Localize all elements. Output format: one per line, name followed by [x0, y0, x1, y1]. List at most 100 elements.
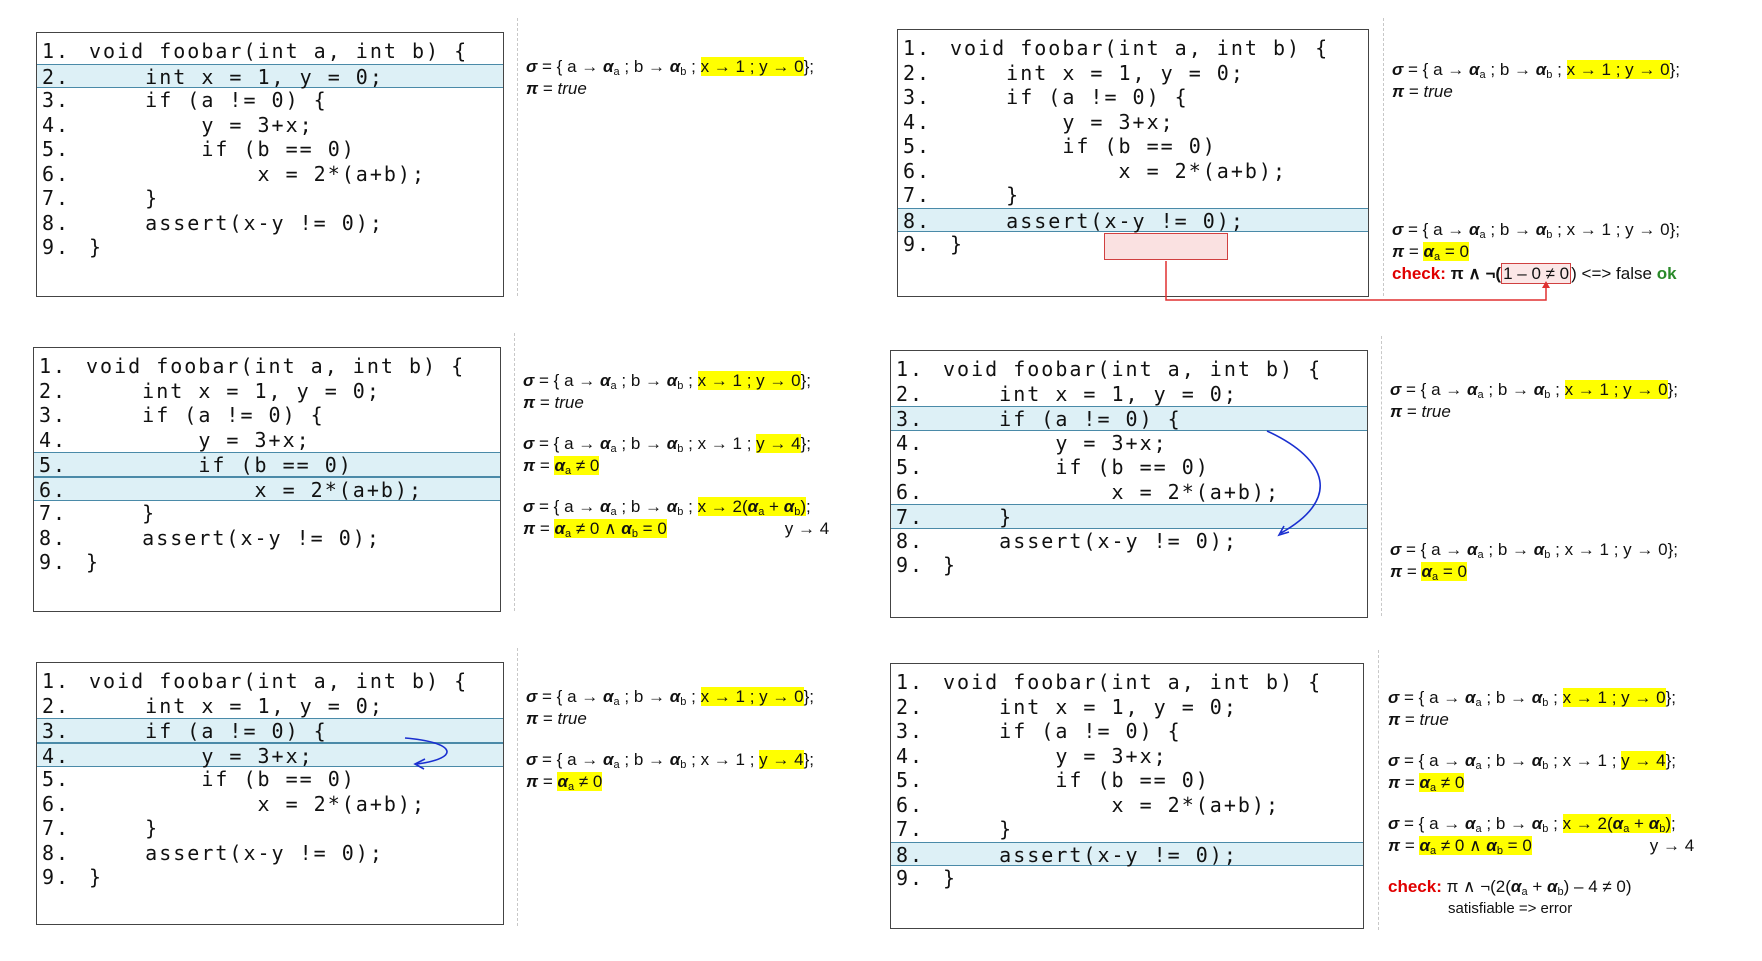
sigma-line: σ = { a → αa ; b → αb ; x → 1 ; y → 4}; [1388, 751, 1676, 772]
line-number: 9. [896, 866, 925, 890]
code-line-1: 1. void foobar(int a, int b) { [37, 669, 503, 694]
code-text: x = 2*(a+b); [89, 161, 426, 186]
code-line-5: 5. if (b == 0) [891, 768, 1363, 793]
line-number: 2. [42, 64, 71, 89]
code-line-1: 1.void foobar(int a, int b) { [37, 39, 503, 64]
code-text: } [943, 505, 1014, 529]
check-result: satisfiable => error [1448, 900, 1573, 917]
line-number: 5. [42, 767, 71, 791]
code-line-9: 9.} [37, 865, 503, 890]
code-text: int x = 1, y = 0; [950, 60, 1245, 85]
code-line-6: 6. x = 2*(a+b); [891, 480, 1367, 505]
assert-condition-box [1104, 233, 1228, 260]
line-number: 8. [896, 528, 925, 553]
code-line-3: 3. if (a != 0) { [37, 718, 503, 743]
code-text: } [89, 816, 160, 840]
line-number: 4. [42, 112, 71, 137]
state-panel-4b: σ = { a → αa ; b → αb ; x → 1 ; y → 0}; … [1390, 539, 1678, 583]
pi-line: π = true [526, 709, 587, 728]
code-line-8: 8. assert(x-y != 0); [891, 841, 1363, 867]
code-text: } [86, 550, 101, 574]
separator-3 [514, 333, 515, 611]
code-text: int x = 1, y = 0; [86, 378, 381, 403]
line-number: 7. [896, 817, 925, 841]
line-number: 7. [903, 183, 932, 207]
code-text: if (b == 0) [89, 137, 356, 161]
code-line-4: 4. y = 3+x; [898, 110, 1368, 135]
code-text: x = 2*(a+b); [86, 477, 423, 502]
code-text: } [89, 186, 160, 210]
code-text: if (a != 0) { [86, 403, 325, 427]
line-number: 7. [39, 501, 68, 525]
code-text: y = 3+x; [89, 743, 314, 768]
code-text: int x = 1, y = 0; [89, 693, 384, 718]
line-number: 3. [42, 719, 71, 743]
line-number: 4. [896, 743, 925, 768]
code-line-2: 2. int x = 1, y = 0; [37, 694, 503, 719]
code-text: x = 2*(a+b); [89, 791, 426, 816]
sigma-line: σ = { a → αa ; b → αb ; x → 1 ; y → 0}; [1390, 380, 1678, 401]
code-line-1: 1.void foobar(int a, int b) { [891, 670, 1363, 695]
code-text: void foobar(int a, int b) { [89, 669, 469, 693]
state-panel-3: σ = { a → αa ; b → αb ; x → 1 ; y → 0}; … [523, 370, 829, 540]
code-line-1: 1.void foobar(int a, int b) { [891, 357, 1367, 382]
pi-line: π = αa ≠ 0 [523, 456, 600, 477]
line-number: 8. [39, 525, 68, 550]
line-number: 6. [896, 792, 925, 817]
code-line-4: 4. y = 3+x; [37, 742, 503, 768]
code-text: y = 3+x; [950, 109, 1175, 134]
code-text: x = 2*(a+b); [950, 158, 1287, 183]
line-number: 5. [896, 455, 925, 479]
code-panel-1: 1.void foobar(int a, int b) {2. int x = … [36, 32, 504, 297]
line-number: 8. [42, 840, 71, 865]
line-number: 1. [896, 357, 925, 381]
code-text: if (a != 0) { [89, 719, 328, 743]
code-line-6: 6. x = 2*(a+b); [891, 793, 1363, 818]
line-number: 9. [896, 553, 925, 577]
line-number: 2. [903, 60, 932, 85]
code-line-6: 6. x = 2*(a+b); [898, 159, 1368, 184]
pi-line: π = αa = 0 [1390, 562, 1467, 583]
code-text: assert(x-y != 0); [89, 840, 384, 865]
line-number: 3. [896, 719, 925, 743]
line-number: 8. [903, 208, 932, 233]
code-text: assert(x-y != 0); [86, 525, 381, 550]
code-line-3: 3. if (a != 0) { [891, 719, 1363, 744]
separator-2 [1383, 18, 1384, 296]
code-line-5: 5. if (b == 0) [37, 767, 503, 792]
line-number: 9. [42, 235, 71, 259]
code-line-8: 8. assert(x-y != 0); [37, 211, 503, 236]
line-number: 3. [42, 88, 71, 112]
code-panel-5: 1. void foobar(int a, int b) {2. int x = … [36, 662, 504, 925]
code-text: } [89, 235, 104, 259]
code-line-4: 4. y = 3+x; [891, 744, 1363, 769]
state-panel-2: σ = { a → αa ; b → αb ; x → 1 ; y → 0}; … [1392, 59, 1680, 103]
sigma-line: σ = { a → αa ; b → αb ; x → 2(αa + αb); [523, 497, 811, 518]
code-text: } [89, 865, 104, 889]
line-number: 1. [42, 669, 71, 693]
code-line-4: 4. y = 3+x; [37, 113, 503, 138]
pi-line: π = true [1390, 402, 1451, 421]
line-number: 1. [42, 39, 71, 63]
code-line-5: 5. if (b == 0) [37, 137, 503, 162]
code-text: if (b == 0) [943, 768, 1210, 792]
code-text: } [86, 501, 157, 525]
pi-line: π = true [1392, 82, 1453, 101]
code-line-5: 5. if (b == 0) [898, 134, 1368, 159]
code-text: if (b == 0) [86, 453, 353, 477]
code-text: assert(x-y != 0); [943, 842, 1238, 867]
separator-1 [517, 18, 518, 296]
state-panel-5: σ = { a → αa ; b → αb ; x → 1 ; y → 0}; … [526, 686, 814, 793]
line-number: 5. [39, 453, 68, 477]
line-number: 8. [42, 210, 71, 235]
code-text: } [950, 183, 1021, 207]
code-text: y = 3+x; [943, 743, 1168, 768]
sigma-line: σ = { a → αa ; b → αb ; x → 1 ; y → 0}; [1392, 60, 1680, 81]
code-line-8: 8. assert(x-y != 0); [37, 841, 503, 866]
code-line-8: 8. assert(x-y != 0); [34, 526, 500, 551]
line-number: 9. [903, 232, 932, 256]
code-text: x = 2*(a+b); [943, 479, 1280, 504]
line-number: 4. [39, 427, 68, 452]
